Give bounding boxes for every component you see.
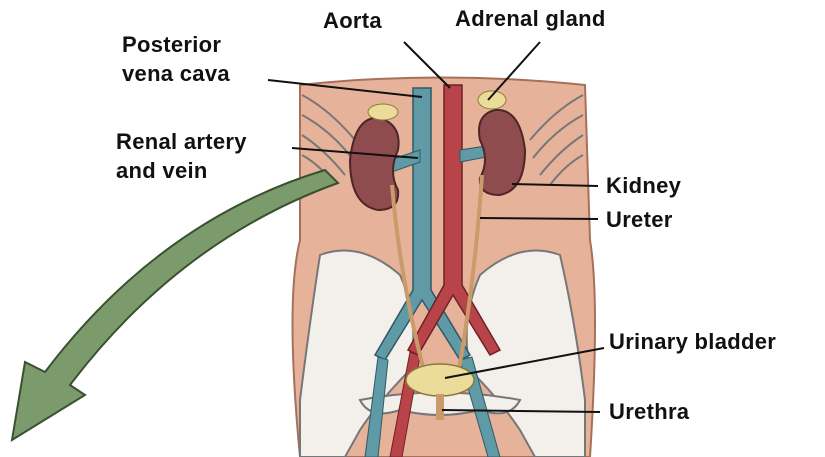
label-line: and vein	[116, 158, 208, 183]
label-ureter: Ureter	[606, 207, 673, 232]
right-kidney	[478, 108, 527, 197]
label-posterior-vena-cava: Posterior vena cava	[122, 30, 230, 88]
label-line: Posterior	[122, 32, 222, 57]
label-line: vena cava	[122, 61, 230, 86]
left-ureter	[390, 184, 427, 376]
label-urethra: Urethra	[609, 399, 690, 424]
right-ureter	[456, 174, 484, 376]
left-kidney	[348, 116, 400, 212]
leader-lines	[267, 41, 605, 413]
label-adrenal-gland: Adrenal gland	[455, 6, 606, 31]
right-adrenal-gland	[477, 90, 507, 110]
label-line: Renal artery	[116, 129, 247, 154]
label-renal-artery-vein: Renal artery and vein	[116, 127, 247, 185]
aorta	[406, 84, 502, 356]
urethra	[436, 394, 444, 420]
vena-cava	[373, 87, 472, 361]
green-arrow	[10, 168, 340, 443]
label-kidney: Kidney	[606, 173, 682, 198]
label-aorta: Aorta	[323, 8, 382, 33]
left-adrenal-gland	[367, 103, 399, 121]
label-urinary-bladder: Urinary bladder	[609, 329, 777, 354]
urinary-bladder	[405, 363, 475, 397]
